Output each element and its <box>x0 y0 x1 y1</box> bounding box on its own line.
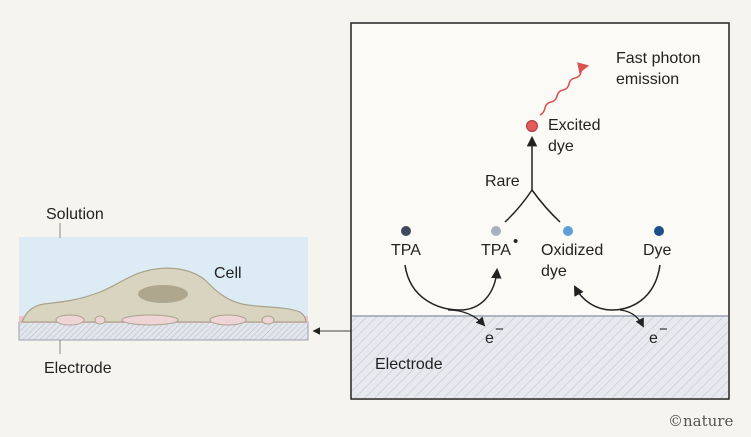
right-panel: Fast photon emission Excited dye Rare TP… <box>350 22 730 400</box>
dye-electron-arrow <box>619 309 644 328</box>
electron-right-sup: − <box>659 321 668 338</box>
left-electrode-label: Electrode <box>44 360 112 377</box>
cell-foot <box>55 314 85 326</box>
rare-label: Rare <box>485 173 520 190</box>
cell-foot <box>121 314 179 326</box>
oxidized-dye-label-line2: dye <box>541 263 567 280</box>
excited-dye-label-line1: Excited <box>548 117 600 134</box>
cell-label: Cell <box>214 265 242 282</box>
right-electrode-label: Electrode <box>375 356 443 373</box>
reaction-branch-right <box>531 189 561 223</box>
cell-foot <box>209 314 247 326</box>
solution-label: Solution <box>46 206 104 223</box>
oxidized-dye-dot <box>563 226 573 236</box>
photon-wave <box>539 62 590 116</box>
left-panel: Solution Cell Electrode <box>18 206 309 377</box>
cell-foot <box>94 315 106 325</box>
dye-oxidation-arrow <box>574 264 661 311</box>
electron-left-sup: − <box>495 321 504 338</box>
electron-left-label: e <box>485 330 494 347</box>
excited-dye-dot <box>526 120 538 132</box>
cell-foot <box>261 315 275 325</box>
tpa-dot <box>401 226 411 236</box>
tpa-electron-arrow <box>447 309 486 327</box>
tpa-oxidation-arrow <box>404 264 502 311</box>
radical-dot-mark: • <box>513 233 518 250</box>
tpa-radical-label: TPA <box>481 242 511 259</box>
dye-label: Dye <box>643 242 672 259</box>
cell-nucleus <box>138 285 188 303</box>
dye-dot <box>654 226 664 236</box>
electron-right-label: e <box>649 330 658 347</box>
tpa-label: TPA <box>391 242 421 259</box>
reaction-branch-left <box>504 189 533 223</box>
tpa-radical-dot <box>491 226 501 236</box>
nature-credit: ©nature <box>668 412 733 430</box>
excited-dye-label-line2: dye <box>548 138 574 155</box>
right-electrode-region <box>352 316 728 398</box>
emission-label-line2: emission <box>616 71 679 88</box>
oxidized-dye-label-line1: Oxidized <box>541 242 603 259</box>
emission-label-line1: Fast photon <box>616 50 701 67</box>
